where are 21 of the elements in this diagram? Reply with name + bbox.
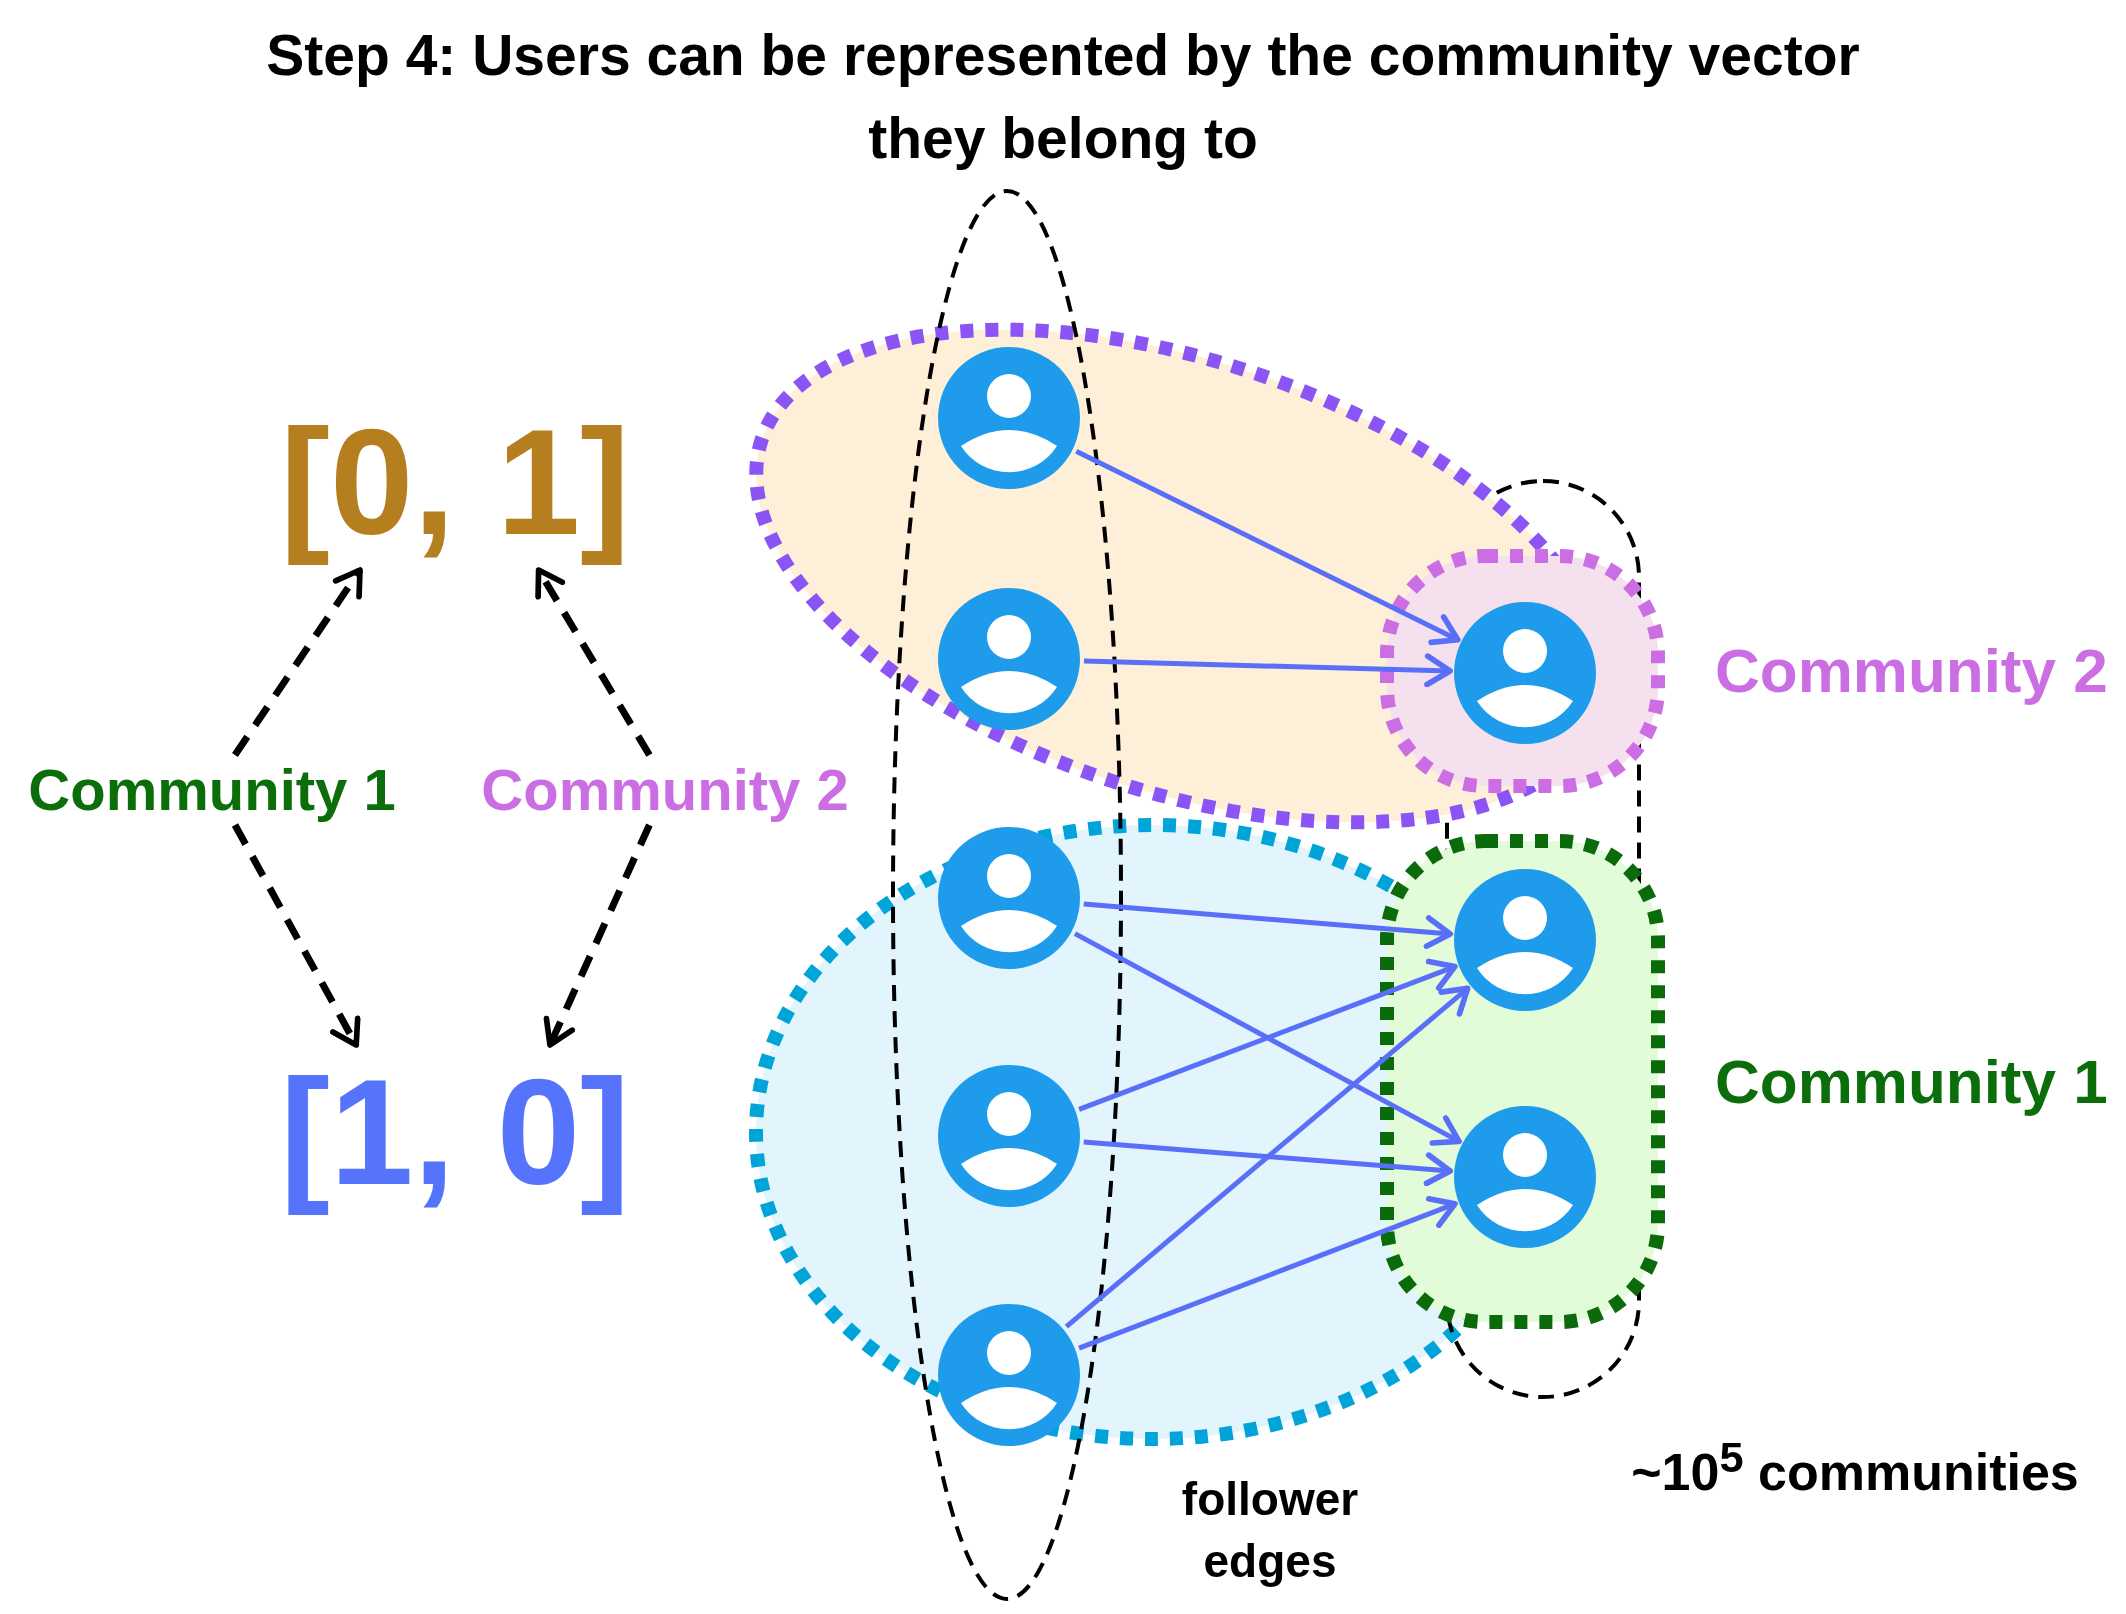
arrow xyxy=(232,567,363,757)
arrow xyxy=(1075,449,1461,646)
community-label: Community 2 xyxy=(1715,635,2108,707)
community-label: Community 1 xyxy=(1715,1045,2108,1118)
arrow xyxy=(535,567,653,757)
arrow xyxy=(1073,931,1462,1146)
arrow xyxy=(543,823,653,1048)
arrow xyxy=(1083,901,1454,950)
arrow xyxy=(1078,1195,1458,1351)
arrow xyxy=(231,823,361,1048)
arrow xyxy=(1083,653,1453,688)
vector-text: [0, 1] xyxy=(265,395,645,570)
arrow xyxy=(1078,958,1458,1112)
annotation-text: ~10$^{5}$ communities xyxy=(1630,1432,2080,1504)
community-label: Community 1 xyxy=(7,755,417,825)
arrow xyxy=(1064,985,1471,1329)
arrow xyxy=(1083,1139,1454,1187)
community-label: Community 2 xyxy=(470,755,860,825)
diagram-title: Step 4: Users can be represented by the community vector they belong to xyxy=(265,22,1861,172)
vector-text: [1, 0] xyxy=(265,1045,645,1220)
annotation-text: follower edges xyxy=(1180,1472,1360,1590)
